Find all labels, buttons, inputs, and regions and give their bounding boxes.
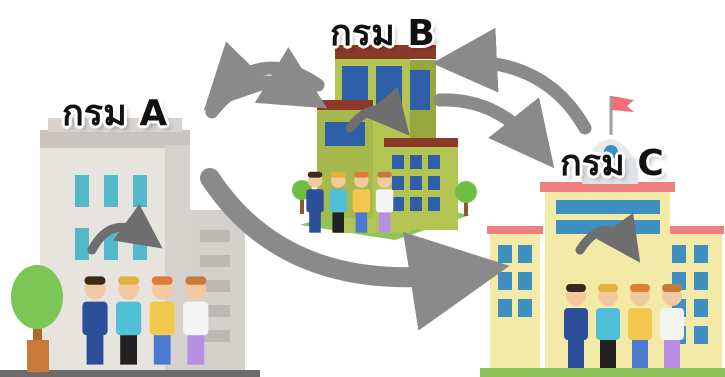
flag-icon	[612, 96, 634, 112]
curved-arrow-icon	[433, 93, 555, 169]
curved-arrow-icon	[200, 168, 510, 331]
tree-a	[11, 265, 63, 373]
people-group-icon	[564, 284, 684, 368]
building-a-windows	[75, 175, 147, 260]
curved-arrow-icon	[345, 86, 410, 136]
building-a	[0, 118, 260, 377]
curved-arrow-icon	[205, 47, 328, 119]
label-department-b: กรม B	[330, 13, 435, 54]
curved-arrow-icon	[575, 212, 641, 263]
label-department-a: กรม A	[62, 93, 168, 134]
people-group-icon	[306, 171, 394, 233]
curved-arrow-icon	[87, 203, 163, 255]
arrows	[200, 27, 592, 331]
curved-arrow-icon	[432, 27, 592, 135]
label-department-c: กรม C	[560, 143, 664, 184]
people-group-icon	[82, 276, 209, 365]
